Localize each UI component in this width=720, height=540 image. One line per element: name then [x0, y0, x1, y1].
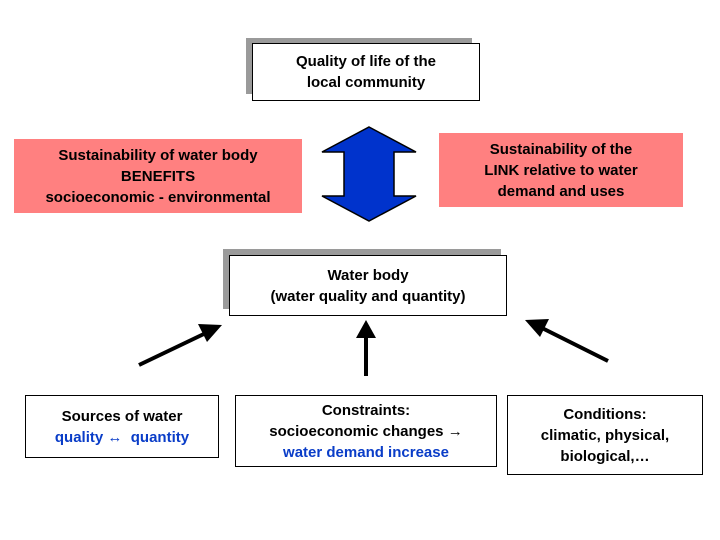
conditions-box: Conditions: climatic, physical, biologic… [507, 395, 703, 475]
conditions-line3: biological,… [560, 447, 650, 465]
sources-of-water-box: Sources of water quality ↔ quantity [25, 395, 219, 458]
water-body-box: Water body (water quality and quantity) [229, 255, 507, 316]
left-pink-line2: BENEFITS [120, 167, 196, 185]
double-headed-arrow-symbol: ↔ [107, 428, 123, 446]
quality-of-life-box: Quality of life of the local community [252, 43, 480, 101]
constraints-socioeconomic: socioeconomic changes [269, 422, 444, 440]
left-pink-line1: Sustainability of water body [58, 146, 258, 164]
right-up-arrow [525, 319, 609, 363]
constraints-box: Constraints: socioeconomic changes → wat… [235, 395, 497, 467]
right-pink-line3: demand and uses [497, 182, 625, 200]
link-sustainability-box: Sustainability of the LINK relative to w… [439, 133, 683, 207]
blue-double-arrow [321, 126, 417, 222]
sources-line2: quality ↔ quantity [55, 427, 189, 448]
right-pink-line1: Sustainability of the [489, 140, 633, 158]
constraints-line3: water demand increase [283, 443, 449, 461]
water-body-line2: (water quality and quantity) [270, 287, 466, 305]
right-arrow-symbol: → [447, 422, 463, 440]
constraints-line1: Constraints: [321, 401, 411, 419]
right-pink-line2: LINK relative to water [484, 161, 638, 179]
conditions-line2: climatic, physical, [540, 426, 670, 444]
conditions-line1: Conditions: [563, 405, 647, 423]
left-pink-line3: socioeconomic - environmental [45, 188, 271, 206]
left-up-arrow [138, 324, 222, 367]
center-up-arrow [356, 320, 376, 376]
sources-quantity: quantity [130, 428, 190, 446]
quality-of-life-line1: Quality of life of the [295, 53, 436, 70]
water-body-line1: Water body [327, 266, 409, 284]
water-body-sustainability-box: Sustainability of water body BENEFITS so… [14, 139, 302, 213]
sources-line1: Sources of water [61, 407, 183, 425]
constraints-line2: socioeconomic changes → [269, 421, 462, 442]
sources-quality: quality [54, 428, 104, 446]
quality-of-life-line2: local community [306, 74, 426, 91]
